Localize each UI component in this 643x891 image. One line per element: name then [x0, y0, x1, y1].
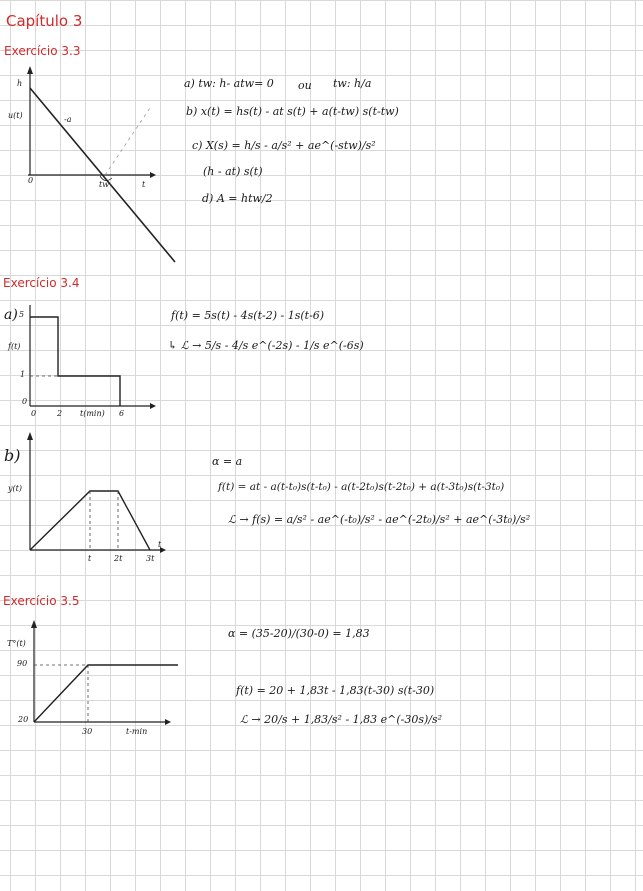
- ex34a-y0-label: 0: [22, 397, 28, 406]
- ex34a-x6-label: 6: [119, 409, 125, 418]
- ex34b-ylabel: y(t): [8, 484, 22, 493]
- ex33-slope-label: -a: [64, 115, 72, 124]
- ex34-eq4: ℒ → f(s) = a/s² - ae^(-t₀)/s² - ae^(-2t₀…: [228, 513, 531, 526]
- ex33-y-mid-label: u(t): [8, 111, 23, 120]
- ex34a-y1-label: 1: [20, 370, 26, 379]
- ex33-x-axis-label: t: [142, 180, 146, 189]
- ex34a-ylabel: f(t): [8, 342, 21, 351]
- exercise-3-5-title: Exercício 3.5: [3, 594, 80, 608]
- ex35-x30-label: 30: [82, 727, 93, 736]
- ex33-item-b: b) x(t) = hs(t) - at s(t) + a(t-tw) s(t-…: [186, 105, 399, 118]
- ex35-eq1: f(t) = 20 + 1,83t - 1,83(t-30) s(t-30): [236, 684, 435, 697]
- chapter-title: Capítulo 3: [6, 12, 83, 30]
- ex34-eq1: f(t) = 5s(t) - 4s(t-2) - 1s(t-6): [171, 309, 325, 322]
- ex34a-y5-label: 5: [19, 310, 25, 319]
- ex35-y20-label: 20: [18, 715, 29, 724]
- ex33-item-d: d) A = htw/2: [202, 192, 273, 205]
- ex34-alpha: α = a: [212, 455, 243, 468]
- exercise-3-4-title: Exercício 3.4: [3, 276, 80, 290]
- ex34a-x2-label: 2: [57, 409, 63, 418]
- ex35-y90-label: 90: [17, 659, 28, 668]
- ex34a-x0-label: 0: [31, 409, 37, 418]
- ex34b-x3-label: 3t: [146, 554, 155, 563]
- exercise-3-3-title: Exercício 3.3: [4, 44, 81, 58]
- ex33-item-a: a) tw: h- atw= 0: [184, 77, 274, 90]
- ex34b-x2-label: 2t: [114, 554, 123, 563]
- ex34b-xaxis-label: t: [158, 540, 162, 549]
- ex35-eq2: ℒ → 20/s + 1,83/s² - 1,83 e^(-30s)/s²: [240, 713, 443, 726]
- ex34b-x1-label: t: [88, 554, 92, 563]
- ex33-item-a-alt: tw: h/a: [333, 77, 372, 90]
- ex33-y-top-label: h: [17, 79, 23, 88]
- ex35-ylabel: T°(t): [7, 639, 26, 648]
- ex35-xlabel: t-min: [126, 727, 148, 736]
- ex33-item-c2: (h - at) s(t): [203, 165, 263, 178]
- ex33-tw-label: tw: [99, 180, 110, 189]
- ex34a-xlabel: t(min): [80, 409, 105, 418]
- ex33-item-c: c) X(s) = h/s - a/s² + ae^(-stw)/s²: [192, 139, 376, 152]
- ex35-alpha: α = (35-20)/(30-0) = 1,83: [228, 627, 370, 640]
- ex33-origin-label: 0: [28, 176, 34, 185]
- ex34-b-label: b): [4, 446, 21, 465]
- ex34-eq3: f(t) = at - a(t-t₀)s(t-t₀) - a(t-2t₀)s(t…: [218, 481, 505, 493]
- ex34-eq2: ↳ ℒ → 5/s - 4/s e^(-2s) - 1/s e^(-6s): [168, 339, 364, 352]
- ex34-a-label: a): [4, 307, 18, 323]
- ex33-item-a-or: ou: [298, 79, 312, 92]
